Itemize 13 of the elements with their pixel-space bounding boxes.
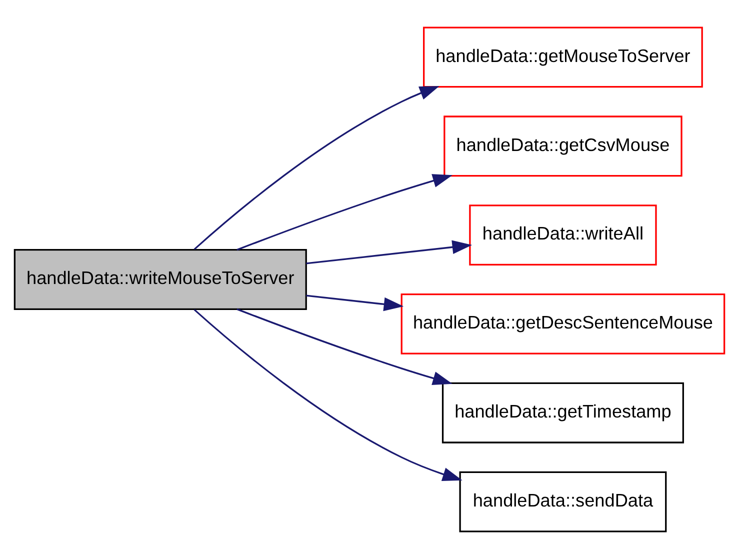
node-box: handleData::getTimestamp	[442, 382, 684, 443]
arrow	[194, 308, 462, 480]
node-box: handleData::writeAll	[469, 204, 657, 265]
arrow	[306, 294, 404, 311]
node-box: handleData::sendData	[459, 470, 667, 532]
node-box: handleData::getDescSentenceMouse	[400, 293, 726, 354]
node-box: handleData::getCsvMouse	[444, 115, 682, 176]
arrow	[194, 86, 440, 250]
node-box: handleData::getMouseToServer	[423, 26, 703, 88]
arrow	[236, 308, 453, 384]
arrow	[306, 240, 472, 264]
node-box: handleData::writeMouseToServer	[14, 248, 307, 310]
arrow	[236, 174, 453, 250]
